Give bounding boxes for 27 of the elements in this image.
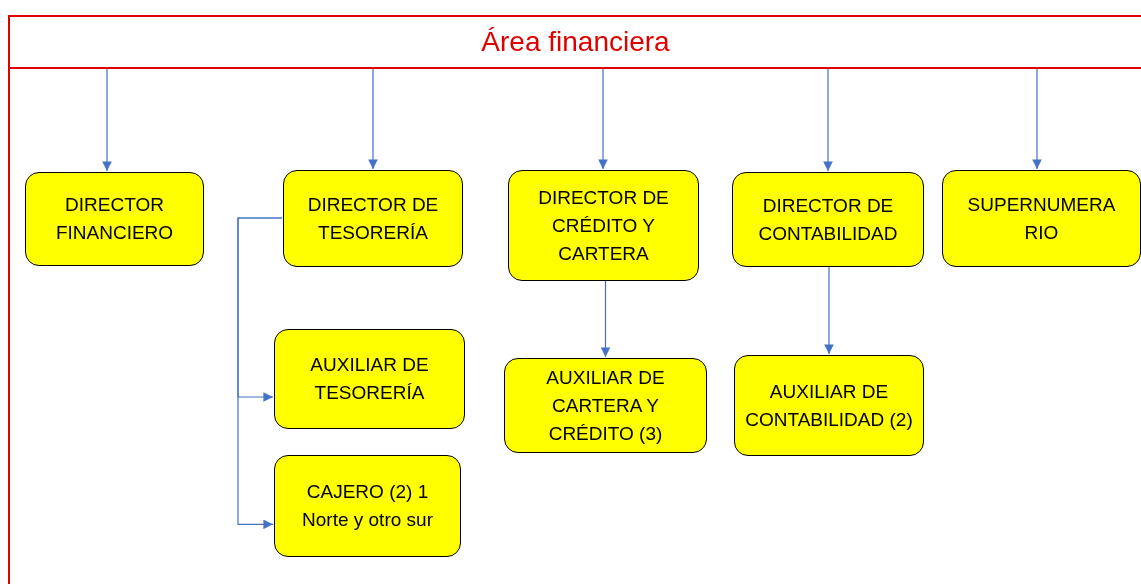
role-box	[508, 170, 699, 281]
role-box	[734, 355, 924, 456]
arrow	[102, 68, 112, 172]
arrow	[598, 68, 608, 170]
role-box	[504, 358, 707, 453]
arrow	[1032, 68, 1042, 170]
role-label: DIRECTOR DE CONTABILIDAD	[757, 193, 899, 246]
role-box	[732, 172, 924, 267]
role-box	[942, 170, 1141, 267]
role-label: AUXILIAR DE CARTERA Y CRÉDITO (3)	[545, 365, 666, 446]
role-label: DIRECTOR FINANCIERO	[54, 193, 175, 245]
section-title: Área financiera	[481, 26, 670, 58]
role-label: AUXILIAR DE TESORERÍA	[309, 353, 430, 405]
role-box	[274, 455, 461, 557]
role-box	[274, 329, 465, 429]
arrow	[823, 68, 833, 172]
role-label: DIRECTOR DE CRÉDITO Y CARTERA	[537, 185, 670, 266]
role-label: AUXILIAR DE CONTABILIDAD (2)	[745, 379, 913, 432]
arrow	[600, 280, 611, 358]
role-box	[25, 172, 204, 266]
arrow	[368, 68, 378, 170]
role-label: CAJERO (2) 1 Norte y otro sur	[301, 480, 434, 532]
arrow	[824, 266, 834, 355]
role-label: SUPERNUMERA RIO	[966, 192, 1117, 245]
role-box	[283, 170, 463, 267]
role-label: DIRECTOR DE TESORERÍA	[306, 192, 440, 245]
arrow	[237, 217, 283, 530]
